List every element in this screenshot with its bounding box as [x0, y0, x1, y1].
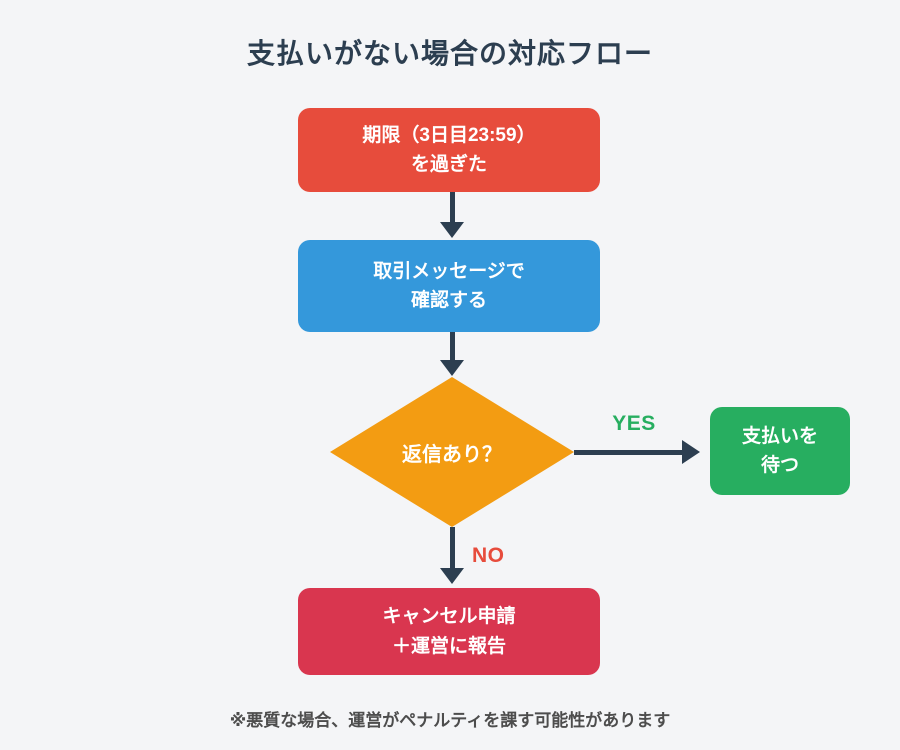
node-cancel-line1: キャンセル申請	[382, 606, 516, 628]
branch-label-no: NO	[472, 544, 505, 567]
page-title: 支払いがない場合の対応フロー	[246, 38, 653, 69]
node-decision-reply: 返信あり？	[330, 377, 574, 527]
arrow-right-yes-line	[574, 449, 684, 455]
footer-note: ※悪質な場合、運営がペナルティを課す可能性があります	[229, 711, 671, 730]
arrow-down-1-line	[449, 192, 455, 224]
node-deadline-passed: 期限（3日目23:59） を過ぎた	[298, 108, 600, 192]
arrow-right-yes-head-icon	[682, 440, 700, 464]
arrow-down-1-head-icon	[440, 222, 464, 238]
node-deadline-line1: 期限（3日目23:59）	[362, 124, 536, 146]
node-check-line2: 確認する	[410, 290, 487, 311]
node-cancel-line2: ＋運営に報告	[391, 635, 506, 657]
node-check-messages: 取引メッセージで 確認する	[298, 240, 600, 332]
arrow-down-no-line	[449, 527, 455, 570]
node-cancel-report: キャンセル申請 ＋運営に報告	[298, 588, 600, 675]
node-wait-payment: 支払いを 待つ	[710, 407, 850, 495]
node-decision-label: 返信あり？	[402, 443, 502, 466]
arrow-down-2-line	[449, 332, 455, 362]
node-wait-line1: 支払いを	[741, 425, 818, 447]
arrow-down-no-head-icon	[440, 568, 464, 584]
branch-label-yes: YES	[612, 412, 656, 435]
node-deadline-line2: を過ぎた	[410, 154, 487, 175]
node-wait-line2: 待つ	[760, 455, 799, 476]
arrow-down-2-head-icon	[440, 360, 464, 376]
node-check-line1: 取引メッセージで	[373, 260, 525, 282]
